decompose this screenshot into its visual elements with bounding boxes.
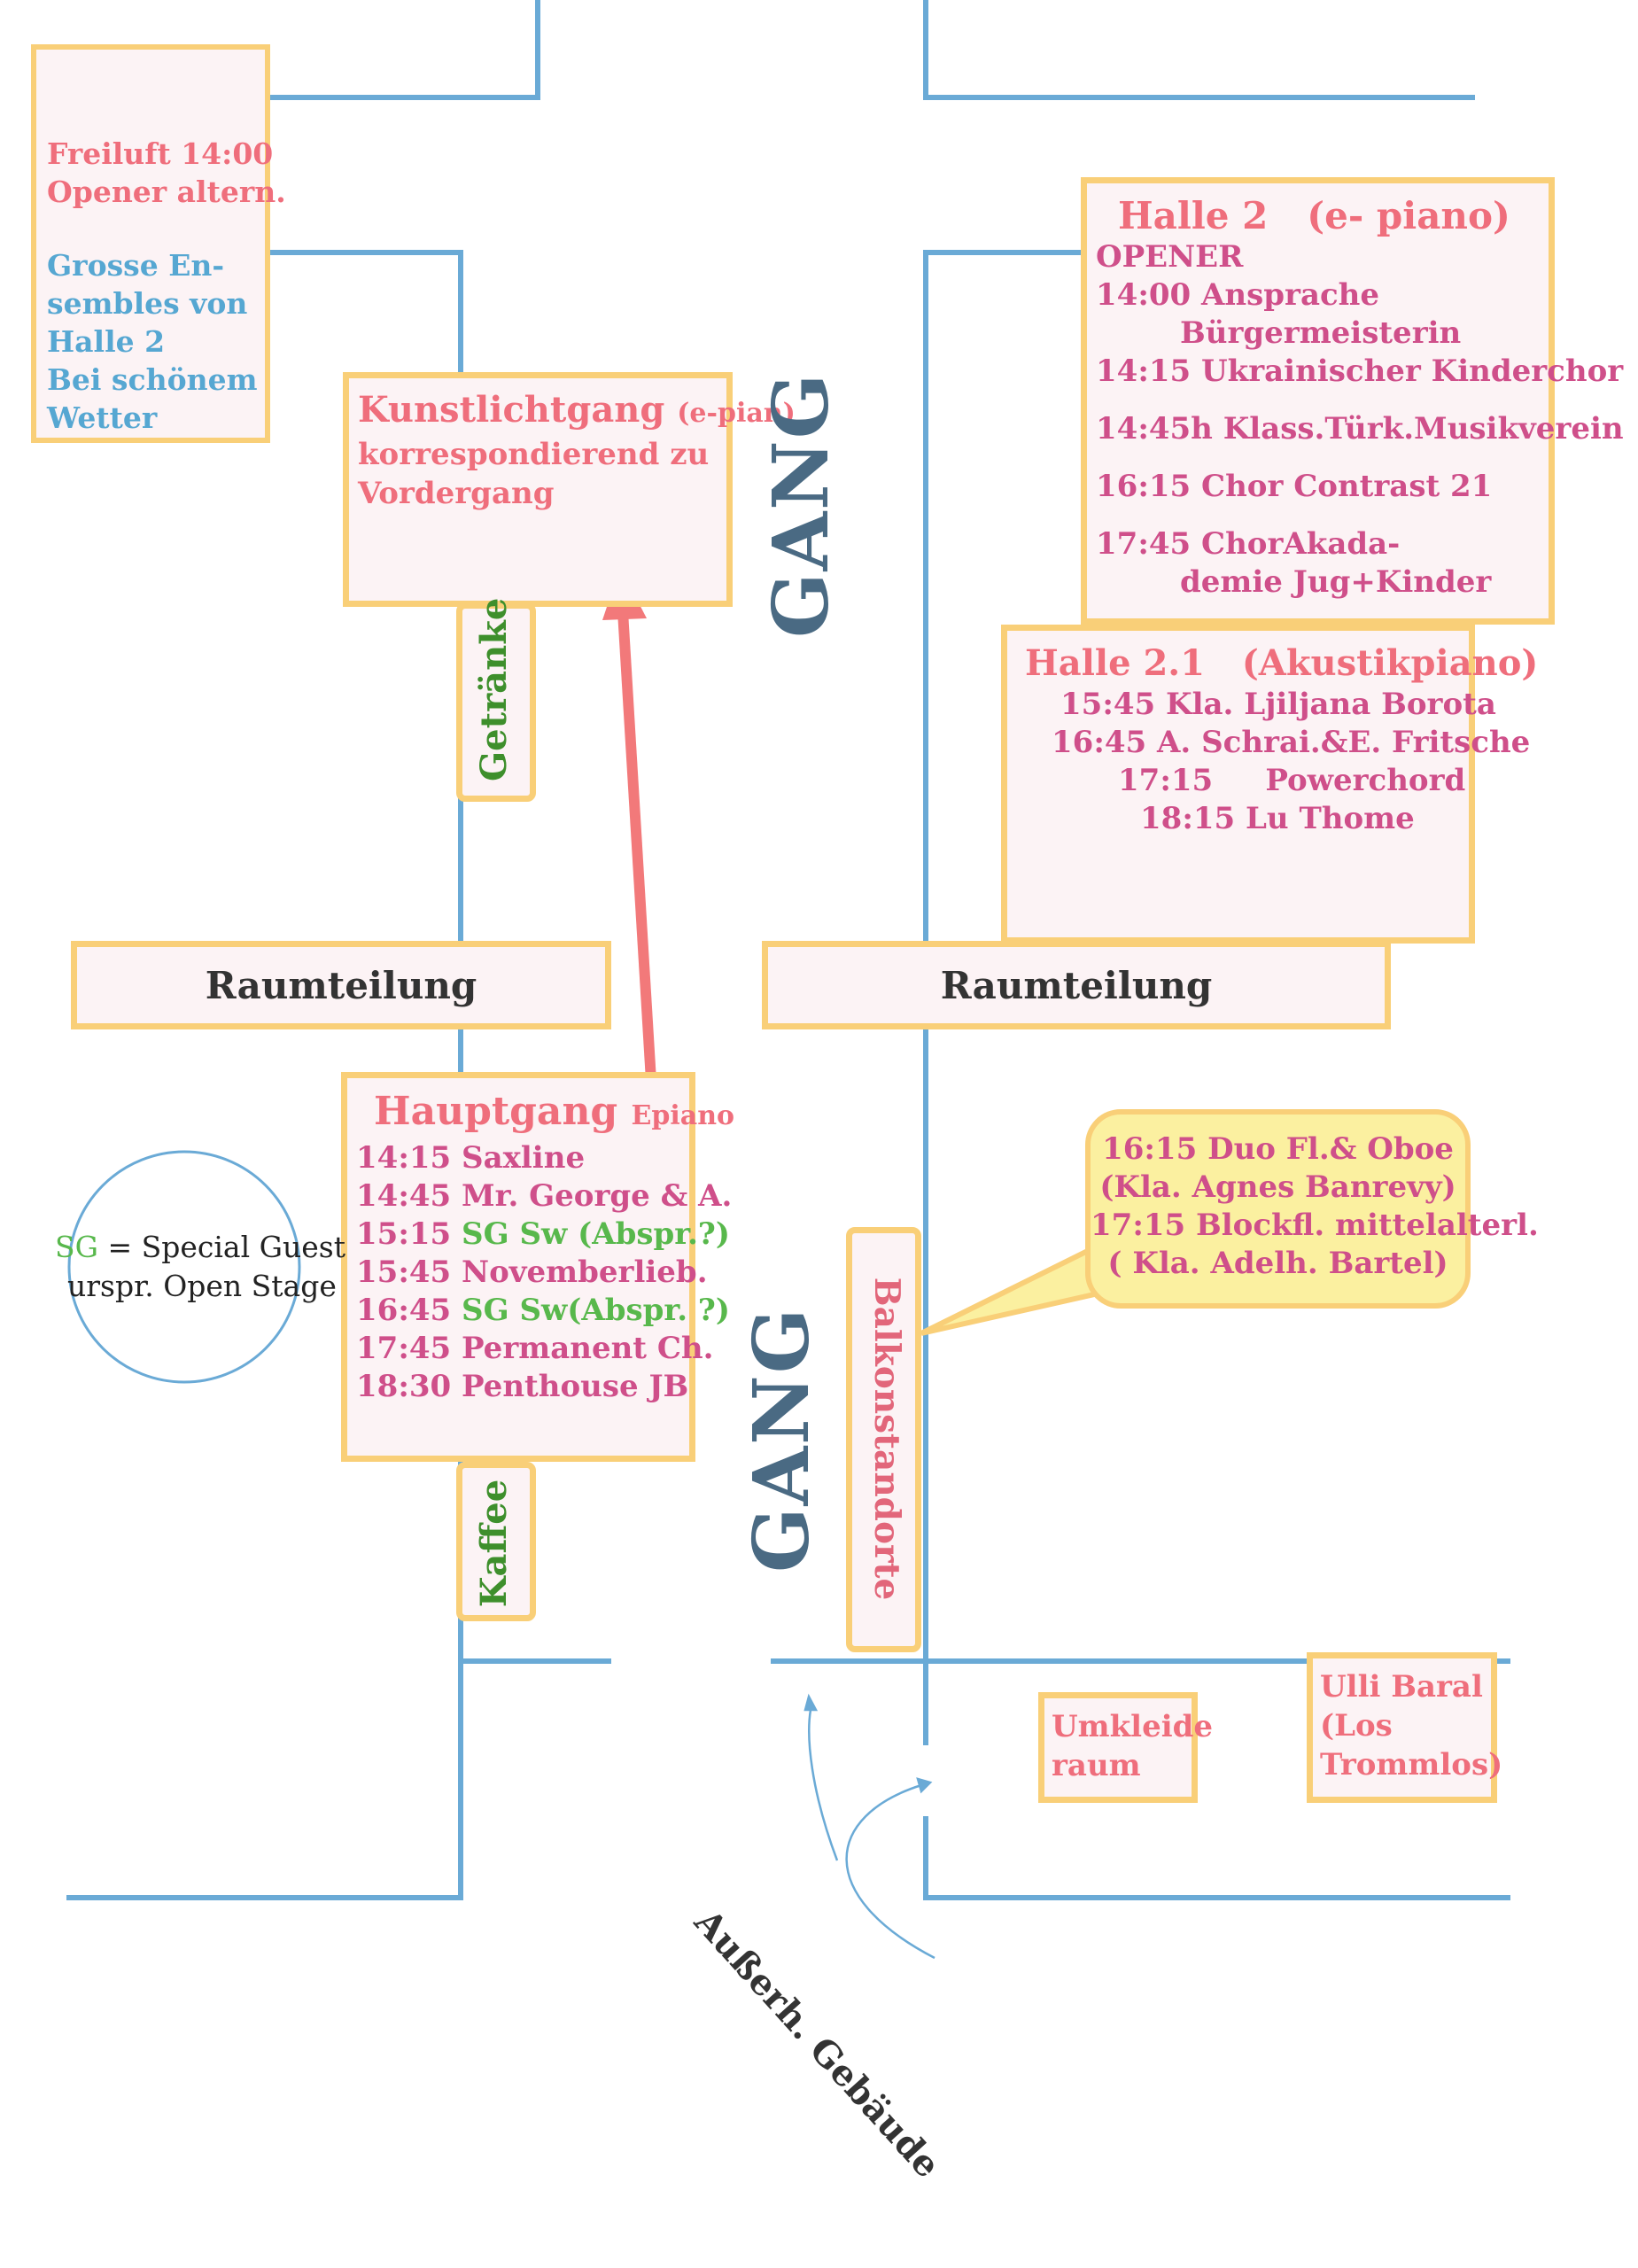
- kunstlicht-title: Kunstlichtgang: [358, 389, 665, 431]
- legend-line: SG = Special Guest: [55, 1228, 345, 1267]
- hauptgang-time: 16:45: [356, 1293, 452, 1328]
- entrance-arrow: [808, 1709, 839, 1861]
- hauptgang-time: 14:45: [356, 1178, 452, 1214]
- freiluft-note: Halle 2: [47, 324, 166, 359]
- hauptgang-row: 16:45 SG Sw(Abspr. ?): [356, 1292, 730, 1330]
- kunstlicht-line: Vordergang: [358, 476, 555, 511]
- ulli-box: Ulli Baral (Los Trommlos): [1307, 1652, 1503, 1803]
- halle21-box: Halle 2.1 (Akustikpiano) 15:45 Kla. Ljil…: [1001, 625, 1538, 944]
- halle2-title: Halle 2: [1118, 194, 1269, 237]
- raumteilung-label: Raumteilung: [205, 963, 477, 1007]
- hauptgang-time: 18:30: [356, 1369, 452, 1404]
- legend: SG = Special Guest urspr. Open Stage: [55, 1228, 345, 1306]
- halle21-title-row: Halle 2.1 (Akustikpiano): [1025, 641, 1538, 686]
- hauptgang-act: Saxline: [462, 1140, 586, 1176]
- halle21-line: 18:15 Lu Thome: [1140, 801, 1415, 836]
- gang-label-top: GANG: [757, 371, 846, 638]
- halle2-opener: OPENER: [1096, 239, 1244, 275]
- legend-circle: [67, 1150, 301, 1384]
- getraenke-box: [456, 602, 536, 802]
- entrance-arrow: [845, 1783, 935, 1960]
- kunstlicht-title-row: Kunstlichtgang (e-pian): [358, 389, 796, 435]
- halle2-line: Bürgermeisterin: [1180, 315, 1462, 351]
- hauptgang-sg: SG Sw(Abspr. ?): [462, 1293, 730, 1328]
- wall: [923, 1816, 1510, 1900]
- wall: [66, 1480, 463, 1900]
- hauptgang-row: 18:30 Penthouse JB: [356, 1368, 689, 1406]
- ulli-line: Ulli Baral: [1320, 1669, 1483, 1705]
- hauptgang-title: Hauptgang: [374, 1089, 618, 1134]
- raumteilung-right: Raumteilung: [762, 941, 1391, 1029]
- double-arrow: [602, 567, 673, 1121]
- halle2-line: 14:15 Ukrainischer Kinderchor: [1096, 353, 1624, 389]
- getraenke-label: Getränke: [473, 597, 515, 781]
- kunstlicht-box: Kunstlichtgang (e-pian) korrespondierend…: [343, 372, 796, 607]
- halle2-box: Halle 2 (e- piano) OPENER 14:00 Ansprach…: [1081, 177, 1624, 625]
- hauptgang-title-row: Hauptgang Epiano: [356, 1089, 734, 1139]
- freiluft-line: Opener altern.: [47, 175, 286, 209]
- halle2-line: 17:45 ChorAkada-: [1096, 526, 1401, 562]
- freiluft-box: Freiluft 14:00 Opener altern. Grosse En-…: [31, 44, 286, 443]
- hauptgang-act: Novemberlieb.: [462, 1254, 708, 1290]
- freiluft-note: sembles von: [47, 286, 248, 321]
- hauptgang-row: 15:45 Novemberlieb.: [356, 1254, 708, 1292]
- halle2-line: 14:00 Ansprache: [1096, 277, 1380, 313]
- wall: [923, 250, 1081, 1657]
- freiluft-note: Wetter: [47, 400, 158, 435]
- wall: [923, 0, 1475, 100]
- umkleide-line: raum: [1052, 1748, 1141, 1783]
- hauptgang-row: 14:15 Saxline: [356, 1139, 689, 1177]
- kaffee-label: Kaffee: [473, 1479, 515, 1608]
- callout-bubble: 16:15 Duo Fl.& Oboe (Kla. Agnes Banrevy)…: [1085, 1109, 1539, 1309]
- umkleide-box: Umkleide raum: [1038, 1692, 1214, 1803]
- halle21-line: 17:15 Powerchord: [1118, 763, 1466, 798]
- raumteilung-left: Raumteilung: [71, 941, 611, 1029]
- hauptgang-time: 17:45: [356, 1331, 452, 1366]
- callout-line: ( Kla. Adelh. Bartel): [1107, 1246, 1448, 1281]
- hauptgang-act: Penthouse JB: [462, 1369, 689, 1404]
- hauptgang-row: 14:45 Mr. George & A.: [356, 1177, 732, 1216]
- halle21-title: Halle 2.1: [1025, 642, 1206, 684]
- legend-text: = Special Guest: [97, 1230, 345, 1264]
- umkleide-line: Umkleide: [1052, 1709, 1214, 1744]
- ulli-line: (Los: [1320, 1708, 1393, 1744]
- callout-line: 16:15 Duo Fl.& Oboe: [1102, 1131, 1454, 1167]
- halle2-line: 16:15 Chor Contrast 21: [1096, 469, 1493, 504]
- wall: [270, 0, 540, 100]
- callout-line: 17:15 Blockfl. mittelalterl.: [1091, 1208, 1539, 1243]
- legend-sg: SG: [55, 1230, 98, 1264]
- freiluft-note: Bei schönem: [47, 362, 258, 397]
- hauptgang-time: 15:15: [356, 1216, 452, 1252]
- hauptgang-time: 14:15: [356, 1140, 452, 1176]
- hauptgang-sg: SG Sw (Abspr.?): [462, 1216, 730, 1252]
- hauptgang-title-note: Epiano: [631, 1100, 735, 1131]
- kaffee-box: [456, 1462, 536, 1621]
- raumteilung-label: Raumteilung: [940, 963, 1213, 1007]
- balkon-label: Balkonstandorte: [866, 1277, 907, 1601]
- balkon-box: [846, 1227, 921, 1652]
- callout-line: (Kla. Agnes Banrevy): [1099, 1169, 1456, 1205]
- halle2-line: demie Jug+Kinder: [1180, 564, 1492, 600]
- hauptgang-time: 15:45: [356, 1254, 452, 1290]
- freiluft-line: Freiluft 14:00: [47, 136, 274, 171]
- halle2-line: 14:45h Klass.Türk.Musikverein: [1096, 411, 1624, 447]
- gang-label-bottom: GANG: [737, 1306, 827, 1573]
- hauptgang-act: Mr. George & A.: [462, 1178, 733, 1214]
- freiluft-note: Grosse En-: [47, 248, 225, 283]
- legend-line: urspr. Open Stage: [67, 1269, 337, 1303]
- hauptgang-row: 15:15 SG Sw (Abspr.?): [356, 1216, 730, 1254]
- halle21-line: 15:45 Kla. Ljiljana Borota: [1060, 687, 1496, 722]
- kunstlicht-title-note: (e-pian): [677, 398, 796, 429]
- kunstlicht-line: korrespondierend zu: [358, 437, 710, 472]
- halle21-title-note: (Akustikpiano): [1241, 642, 1539, 684]
- hauptgang-row: 17:45 Permanent Ch.: [356, 1330, 713, 1368]
- halle2-title-note: (e- piano): [1307, 194, 1510, 237]
- ulli-line: Trommlos): [1320, 1747, 1503, 1783]
- hauptgang-act: Permanent Ch.: [462, 1331, 714, 1366]
- halle21-line: 16:45 A. Schrai.&E. Fritsche: [1052, 725, 1531, 760]
- halle2-title-row: Halle 2 (e- piano): [1096, 194, 1549, 238]
